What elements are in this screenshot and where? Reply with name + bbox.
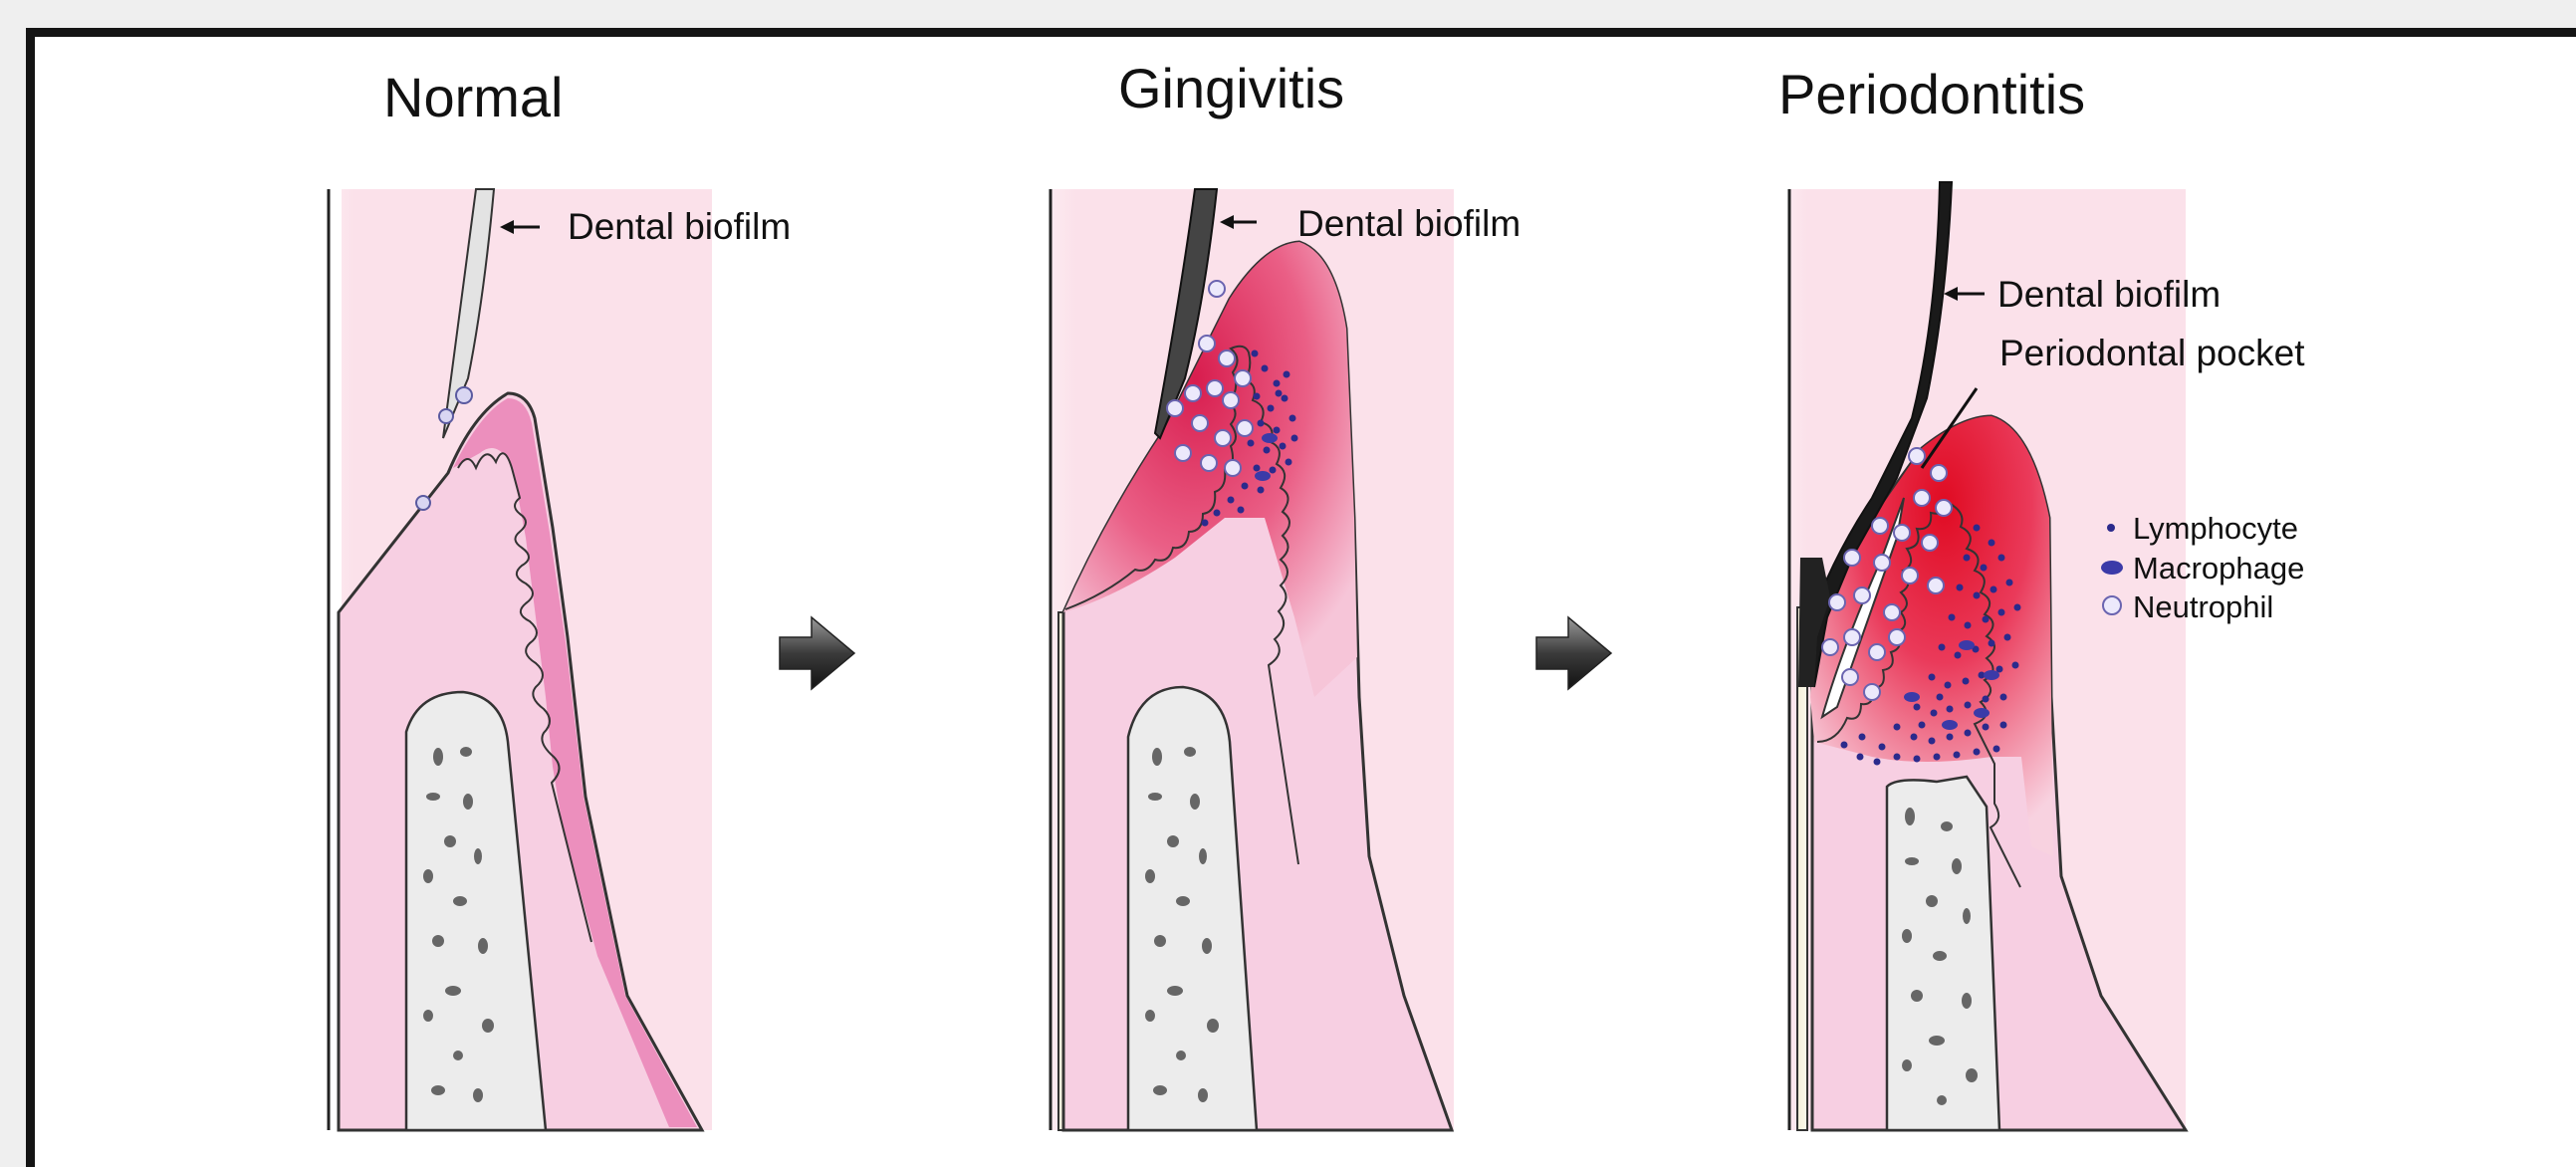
- panel-title-periodontitis: Periodontitis: [1778, 63, 2085, 125]
- panel-title-gingivitis: Gingivitis: [1118, 57, 1344, 119]
- neutrophil-icon: [2103, 596, 2121, 614]
- transition-arrow-2: [1536, 617, 1611, 689]
- tooth-surface: [1713, 189, 1790, 1130]
- lymphocyte-icon: [2107, 524, 2115, 532]
- legend-lymphocyte: Lymphocyte: [2133, 511, 2298, 546]
- tooth-surface: [981, 189, 1051, 1130]
- dental-biofilm-label: Dental biofilm: [1997, 274, 2221, 315]
- panel-normal: Dental biofilm: [264, 189, 791, 1130]
- dental-biofilm-label: Dental biofilm: [1297, 203, 1521, 244]
- legend-macrophage: Macrophage: [2133, 551, 2304, 585]
- macrophage-icon: [2101, 561, 2123, 575]
- transition-arrow-1: [780, 617, 854, 689]
- panel-gingivitis: Dental biofilm: [981, 189, 1521, 1130]
- periodontal-pocket-label: Periodontal pocket: [1999, 333, 2305, 373]
- panel-periodontitis: Dental biofilm Periodontal pocket Lympho…: [1713, 182, 2305, 1130]
- legend-neutrophil: Neutrophil: [2133, 589, 2273, 624]
- dental-biofilm-label: Dental biofilm: [568, 206, 791, 247]
- panel-title-normal: Normal: [383, 66, 563, 128]
